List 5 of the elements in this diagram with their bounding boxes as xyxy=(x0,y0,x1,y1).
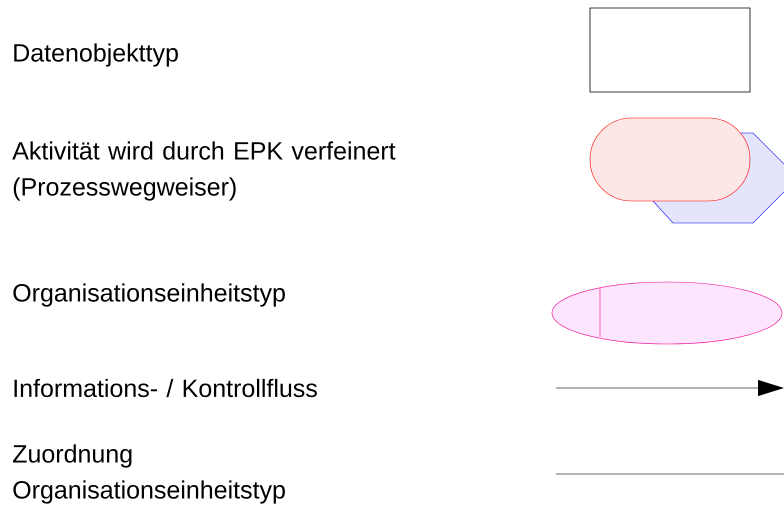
legend-text: Datenobjekttyp xyxy=(14,43,178,67)
legend-text: Organisationseinheitstyp xyxy=(13,283,285,307)
legend-text: Zuordnung Organisationseinheitstyp xyxy=(13,444,285,504)
legend-text: Aktivität wird durch EPK verfeinert (Prozesswegweiser) xyxy=(12,141,396,201)
legend-text: Informations- / Kontrollfluss xyxy=(14,378,317,398)
